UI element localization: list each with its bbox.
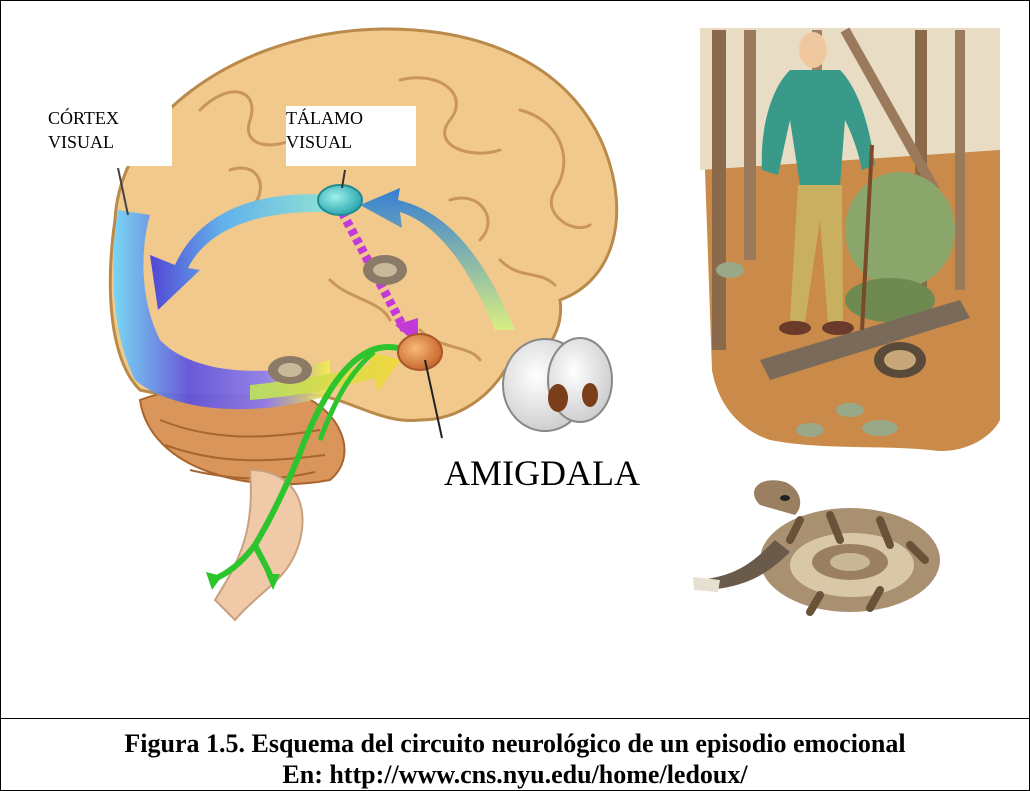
eyes <box>503 338 612 431</box>
caption-title: Figura 1.5. Esquema del circuito neuroló… <box>0 728 1030 759</box>
label-cortex-visual: CÓRTEX VISUAL <box>48 106 172 166</box>
caption-source: En: http://www.cns.nyu.edu/home/ledoux/ <box>0 759 1030 790</box>
label-talamo-visual: TÁLAMO VISUAL <box>286 106 416 166</box>
thalamus-node <box>318 185 362 215</box>
figure-caption: Figura 1.5. Esquema del circuito neuroló… <box>0 728 1030 790</box>
label-amigdala: AMIGDALA <box>444 452 640 494</box>
caption-divider <box>0 718 1030 719</box>
forest-scene-illustration <box>700 28 1000 451</box>
rattlesnake-illustration <box>693 480 940 612</box>
brainstem <box>215 470 303 620</box>
amygdala-node <box>398 334 442 370</box>
